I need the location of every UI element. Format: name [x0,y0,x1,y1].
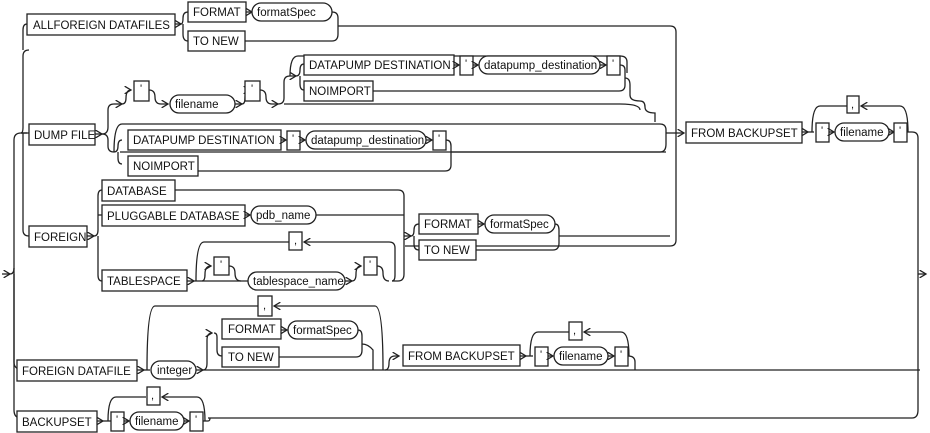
noimport-label-2: NOIMPORT [133,161,195,173]
quote-mark: ' [195,414,197,426]
quote-mark: ' [438,133,440,145]
comma-mark: , [263,300,266,312]
comma-mark: , [573,325,576,337]
quote-mark: ' [116,414,118,426]
dumpfile-filename-label: filename [175,99,218,111]
branch-foreign-datafile: FOREIGN DATAFILE , integer FORMAT format… [16,295,920,382]
comma-mark: , [851,99,854,111]
foreign-datafile-format-label: FORMAT [228,324,276,336]
datapump-destination-label-2: DATAPUMP DESTINATION [133,135,275,147]
database-label: DATABASE [107,186,167,198]
foreign-format-label: FORMAT [424,219,472,231]
comma-mark: , [294,235,297,247]
quote-mark: ' [465,58,467,70]
quote-mark: ' [369,259,371,271]
backupset-label: BACKUPSET [22,417,92,429]
pluggable-database-label: PLUGGABLE DATABASE [107,211,240,223]
datapump-destination-label: DATAPUMP DESTINATION [309,60,451,72]
dump-file-label: DUMP FILE [34,130,95,142]
foreign-to-new-label: TO NEW [424,245,470,257]
from-backupset-group: FROM BACKUPSET , ' filename ' [208,95,926,419]
foreign-datafile-label: FOREIGN DATAFILE [22,366,131,378]
tablespace-name-label: tablespace_name [253,276,344,288]
quote-mark: ' [251,83,253,95]
integer-label: integer [157,365,192,377]
dumpfile-open-quote [133,80,150,102]
branch-allforeign: ALLFOREIGN DATAFILES FORMAT formatSpec T… [21,1,677,134]
branch-backupset: BACKUPSET , ' filename ' [16,386,211,433]
quote-mark: ' [620,349,622,361]
allforeign-datafiles-label: ALLFOREIGN DATAFILES [33,20,170,32]
tablespace-label: TABLESPACE [107,276,181,288]
quote-mark: ' [540,349,542,361]
comma-mark: , [151,390,154,402]
foreign-datafile-from-backupset-label: FROM BACKUPSET [408,351,515,363]
quote-mark: ' [292,133,294,145]
quote-mark: ' [220,259,222,271]
allforeign-to-new-label: TO NEW [193,36,239,48]
from-backupset-comma [846,95,860,114]
branch-dumpfile: DUMP FILE ' filename ' DATAPUMP DESTINAT… [21,54,676,177]
foreign-datafile-filename-label: filename [559,351,602,363]
foreign-datafile-formatspec-label: formatSpec [293,325,352,337]
datapump-destination-param-label-2: datapump_destination [311,135,424,147]
tablespace-comma [288,231,303,251]
quote-mark: ' [821,125,823,137]
branch-foreign: FOREIGN DATABASE PLUGGABLE DATABASE pdb_… [28,179,670,292]
quote-mark: ' [612,58,614,70]
dumpfile-noimport-keyword-2 [127,155,199,177]
backupset-filename-label: filename [135,416,178,428]
dumpfile-noimport-keyword [303,80,374,102]
foreign-label: FOREIGN [34,232,86,244]
noimport-label: NOIMPORT [309,86,371,98]
datapump-destination-param-label: datapump_destination [484,60,597,72]
pdb-name-label: pdb_name [256,210,310,222]
join-line [405,126,677,247]
allforeign-formatspec-label: formatSpec [257,7,316,19]
foreign-formatspec-label: formatSpec [490,219,549,231]
foreign-datafile-backupset-comma [568,321,583,341]
quote-mark: ' [899,125,901,137]
foreign-datafile-comma [257,295,273,317]
foreign-datafile-to-new-label: TO NEW [228,352,274,364]
allforeign-format-label: FORMAT [193,7,241,19]
dumpfile-close-quote [244,80,261,102]
from-backupset-label: FROM BACKUPSET [691,128,798,140]
from-backupset-filename-label: filename [840,127,883,139]
backupset-comma [146,386,161,406]
quote-mark: ' [140,83,142,95]
